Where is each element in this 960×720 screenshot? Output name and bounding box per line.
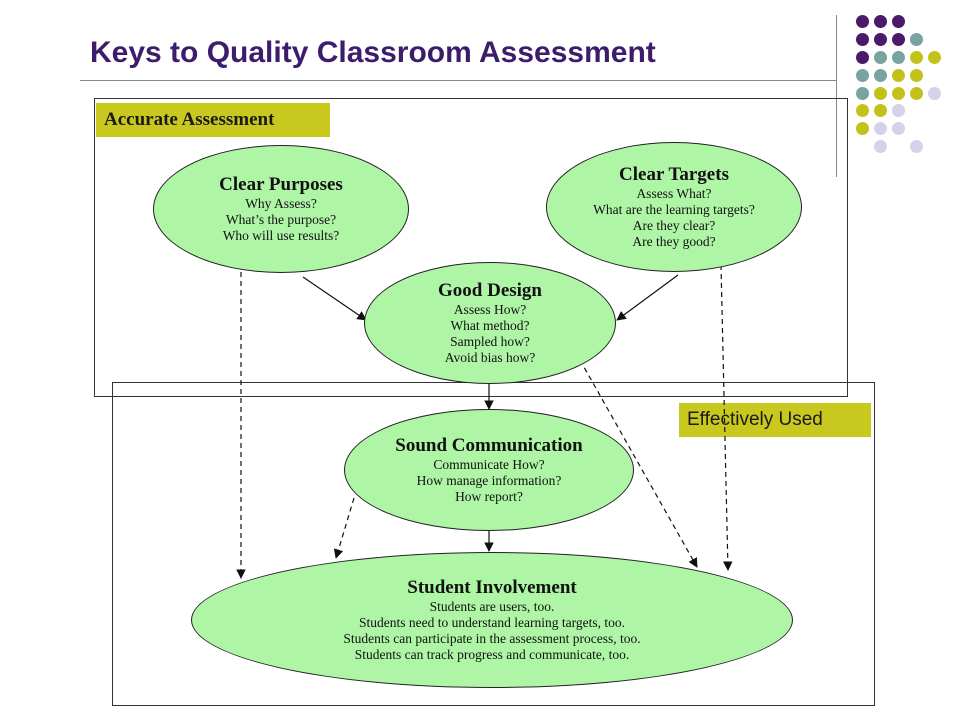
good-design-line: Avoid bias how? xyxy=(444,350,536,365)
clear-purposes-node: Clear Purposes Why Assess? What’s the pu… xyxy=(153,145,409,273)
dot xyxy=(892,122,905,135)
arrow-targets-to-design xyxy=(616,274,679,321)
student-involvement-heading: Student Involvement xyxy=(407,577,577,598)
student-involvement-line: Students need to understand learning tar… xyxy=(359,615,625,630)
clear-purposes-heading: Clear Purposes xyxy=(219,174,343,195)
dot xyxy=(892,69,905,82)
dashed-arrow-design-to-involvement xyxy=(579,359,698,568)
dot xyxy=(856,51,869,64)
sound-communication-line: How report? xyxy=(455,489,523,504)
clear-targets-line: Are they good? xyxy=(632,234,716,249)
good-design-heading: Good Design xyxy=(438,280,542,301)
dot xyxy=(892,51,905,64)
accurate-assessment-label: Accurate Assessment xyxy=(96,103,330,137)
clear-purposes-line: Who will use results? xyxy=(222,228,340,243)
dot xyxy=(874,15,887,28)
dot xyxy=(910,87,923,100)
dot xyxy=(874,104,887,117)
dashed-arrow-targets-to-involvement xyxy=(720,264,733,571)
dot xyxy=(856,15,869,28)
clear-purposes-line: What’s the purpose? xyxy=(225,212,337,227)
dot xyxy=(910,51,923,64)
student-involvement-node: Student Involvement Students are users, … xyxy=(191,552,793,688)
clear-targets-line: Assess What? xyxy=(636,186,712,201)
arrow-purposes-to-design xyxy=(302,276,367,321)
dot xyxy=(874,122,887,135)
good-design-line: Assess How? xyxy=(453,302,527,317)
clear-targets-line: What are the learning targets? xyxy=(593,202,755,217)
student-involvement-line: Students can track progress and communic… xyxy=(354,647,630,662)
dot xyxy=(910,69,923,82)
sound-communication-line: How manage information? xyxy=(416,473,562,488)
good-design-node: Good Design Assess How? What method? Sam… xyxy=(364,262,616,384)
student-involvement-line: Students are users, too. xyxy=(429,599,555,614)
dot xyxy=(910,33,923,46)
accurate-assessment-frame xyxy=(94,98,848,397)
dot xyxy=(856,104,869,117)
clear-targets-node: Clear Targets Assess What? What are the … xyxy=(546,142,802,272)
decorative-horizontal-line xyxy=(80,80,836,81)
good-design-line: What method? xyxy=(450,318,530,333)
dot xyxy=(874,87,887,100)
dot xyxy=(856,87,869,100)
dot xyxy=(874,33,887,46)
clear-purposes-line: Why Assess? xyxy=(245,196,317,211)
dot xyxy=(892,87,905,100)
clear-targets-heading: Clear Targets xyxy=(619,164,729,185)
dashed-arrow-communication-to-involvement xyxy=(333,497,355,559)
page-title: Keys to Quality Classroom Assessment xyxy=(90,36,656,69)
clear-targets-line: Are they clear? xyxy=(632,218,716,233)
dot xyxy=(874,69,887,82)
dot xyxy=(892,33,905,46)
good-design-line: Sampled how? xyxy=(450,334,530,349)
student-involvement-line: Students can participate in the assessme… xyxy=(343,631,641,646)
sound-communication-line: Communicate How? xyxy=(433,457,545,472)
dot xyxy=(856,122,869,135)
dot xyxy=(928,51,941,64)
dot xyxy=(856,33,869,46)
dot xyxy=(856,69,869,82)
sound-communication-node: Sound Communication Communicate How? How… xyxy=(344,409,634,531)
sound-communication-heading: Sound Communication xyxy=(395,435,583,456)
dot xyxy=(910,140,923,153)
effectively-used-label: Effectively Used xyxy=(679,403,871,437)
decorative-vertical-line xyxy=(836,15,837,177)
dot xyxy=(892,104,905,117)
dot xyxy=(928,87,941,100)
dot xyxy=(892,15,905,28)
dot xyxy=(874,140,887,153)
dot xyxy=(874,51,887,64)
